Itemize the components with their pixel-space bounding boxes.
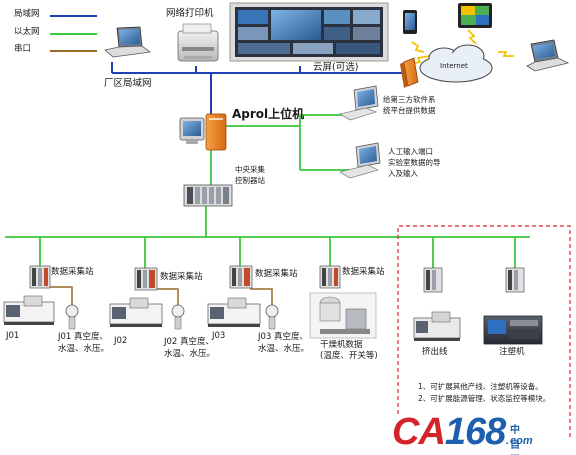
sensor-j03-icon — [265, 304, 279, 330]
machine-j02-label: J02 — [114, 336, 128, 346]
extrusion-machine-icon — [413, 311, 461, 341]
laptop-right-icon — [526, 39, 570, 72]
station-1-icon — [29, 265, 51, 289]
internet-cloud-icon — [419, 44, 493, 83]
sensor-j01-icon — [65, 304, 79, 330]
station-2-label: 数据采集站 — [160, 272, 203, 282]
laptop-left-icon — [104, 26, 152, 58]
dryer-label-line2: (温度、开关等) — [320, 351, 378, 361]
dryer-label-line1: 干燥机数据 — [320, 340, 363, 350]
manual-input-label-line1: 人工输入端口 — [388, 147, 433, 156]
injection-label: 注塑机 — [499, 347, 525, 357]
logo-domain: com — [510, 435, 533, 447]
machine-j03-desc-line2: 水温、水压。 — [258, 344, 310, 354]
station-6-icon — [505, 267, 525, 293]
logo-ca: CA — [392, 411, 446, 453]
central-controller-label-line2: 控制器站 — [235, 176, 265, 185]
manual-input-label-line2: 实验室数据的导 — [388, 158, 441, 167]
smartphone-icon — [403, 10, 417, 34]
firewall-icon — [400, 57, 419, 88]
tablet-icon — [458, 3, 492, 28]
factory-lan-label: 厂区局域网 — [104, 78, 152, 89]
injection-machine-icon — [483, 315, 543, 345]
legend-lan-label: 局域网 — [14, 9, 40, 19]
third-party-label-line1: 给第三方软件系 — [383, 95, 436, 104]
station-3-icon — [229, 265, 253, 289]
extrusion-label: 挤出线 — [422, 347, 448, 357]
machine-j03-icon — [207, 297, 261, 327]
serial-lines — [50, 286, 273, 305]
machine-j03-desc-line1: J03 真空度、 — [258, 332, 309, 342]
machine-j03-label: J03 — [212, 331, 226, 341]
machine-j01-label: J01 — [6, 331, 20, 341]
aprol-host-icon — [179, 113, 227, 151]
central-controller-label-line1: 中央采集 — [235, 165, 265, 174]
printer-label: 网络打印机 — [166, 8, 214, 19]
dryer-icon — [309, 292, 377, 339]
station-4-icon — [319, 265, 341, 289]
station-5-icon — [423, 267, 443, 293]
note-line2: 2、可扩展能源管理、状态监控等模块。 — [418, 394, 551, 403]
third-party-label-line2: 统平台提供数据 — [383, 106, 436, 115]
expansion-boundary — [397, 225, 571, 440]
logo-dot: . — [506, 435, 510, 447]
legend-lines — [50, 15, 97, 52]
logo-cn-name: 中自网 — [510, 425, 520, 451]
station-4-label: 数据采集站 — [342, 267, 385, 277]
machine-j02-desc-line2: 水温、水压。 — [164, 349, 216, 359]
machine-j01-desc-line1: J01 真空度、 — [58, 332, 109, 342]
legend-serial-label: 串口 — [14, 44, 32, 54]
sensor-j02-icon — [171, 304, 185, 330]
ethernet-network — [5, 114, 530, 268]
ca168-logo: CA168 中自网 . com — [392, 411, 533, 454]
lan-network — [111, 62, 411, 118]
legend-ethernet-label: 以太网 — [14, 27, 40, 37]
cloud-screen-icon — [229, 2, 389, 62]
manual-input-pc-icon — [339, 142, 381, 179]
printer-icon — [177, 23, 219, 62]
manual-input-label-line3: 入及输入 — [388, 169, 418, 178]
logo-168: 168 — [444, 411, 506, 453]
machine-j01-desc-line2: 水温、水压。 — [58, 344, 110, 354]
station-2-icon — [134, 267, 158, 291]
machine-j02-desc-line1: J02 真空度、 — [164, 337, 215, 347]
cloud-screen-label: 云屏(可选) — [313, 62, 359, 73]
aprol-host-label: Aprol上位机 — [232, 107, 305, 121]
machine-j02-icon — [109, 297, 163, 327]
central-controller-icon — [183, 184, 233, 207]
third-party-pc-icon — [339, 85, 379, 121]
station-3-label: 数据采集站 — [255, 269, 298, 279]
internet-label: Internet — [440, 62, 468, 70]
station-1-label: 数据采集站 — [51, 267, 94, 277]
note-line1: 1、可扩展其他产线、注塑机等设备。 — [418, 382, 543, 391]
machine-j01-icon — [3, 295, 55, 325]
